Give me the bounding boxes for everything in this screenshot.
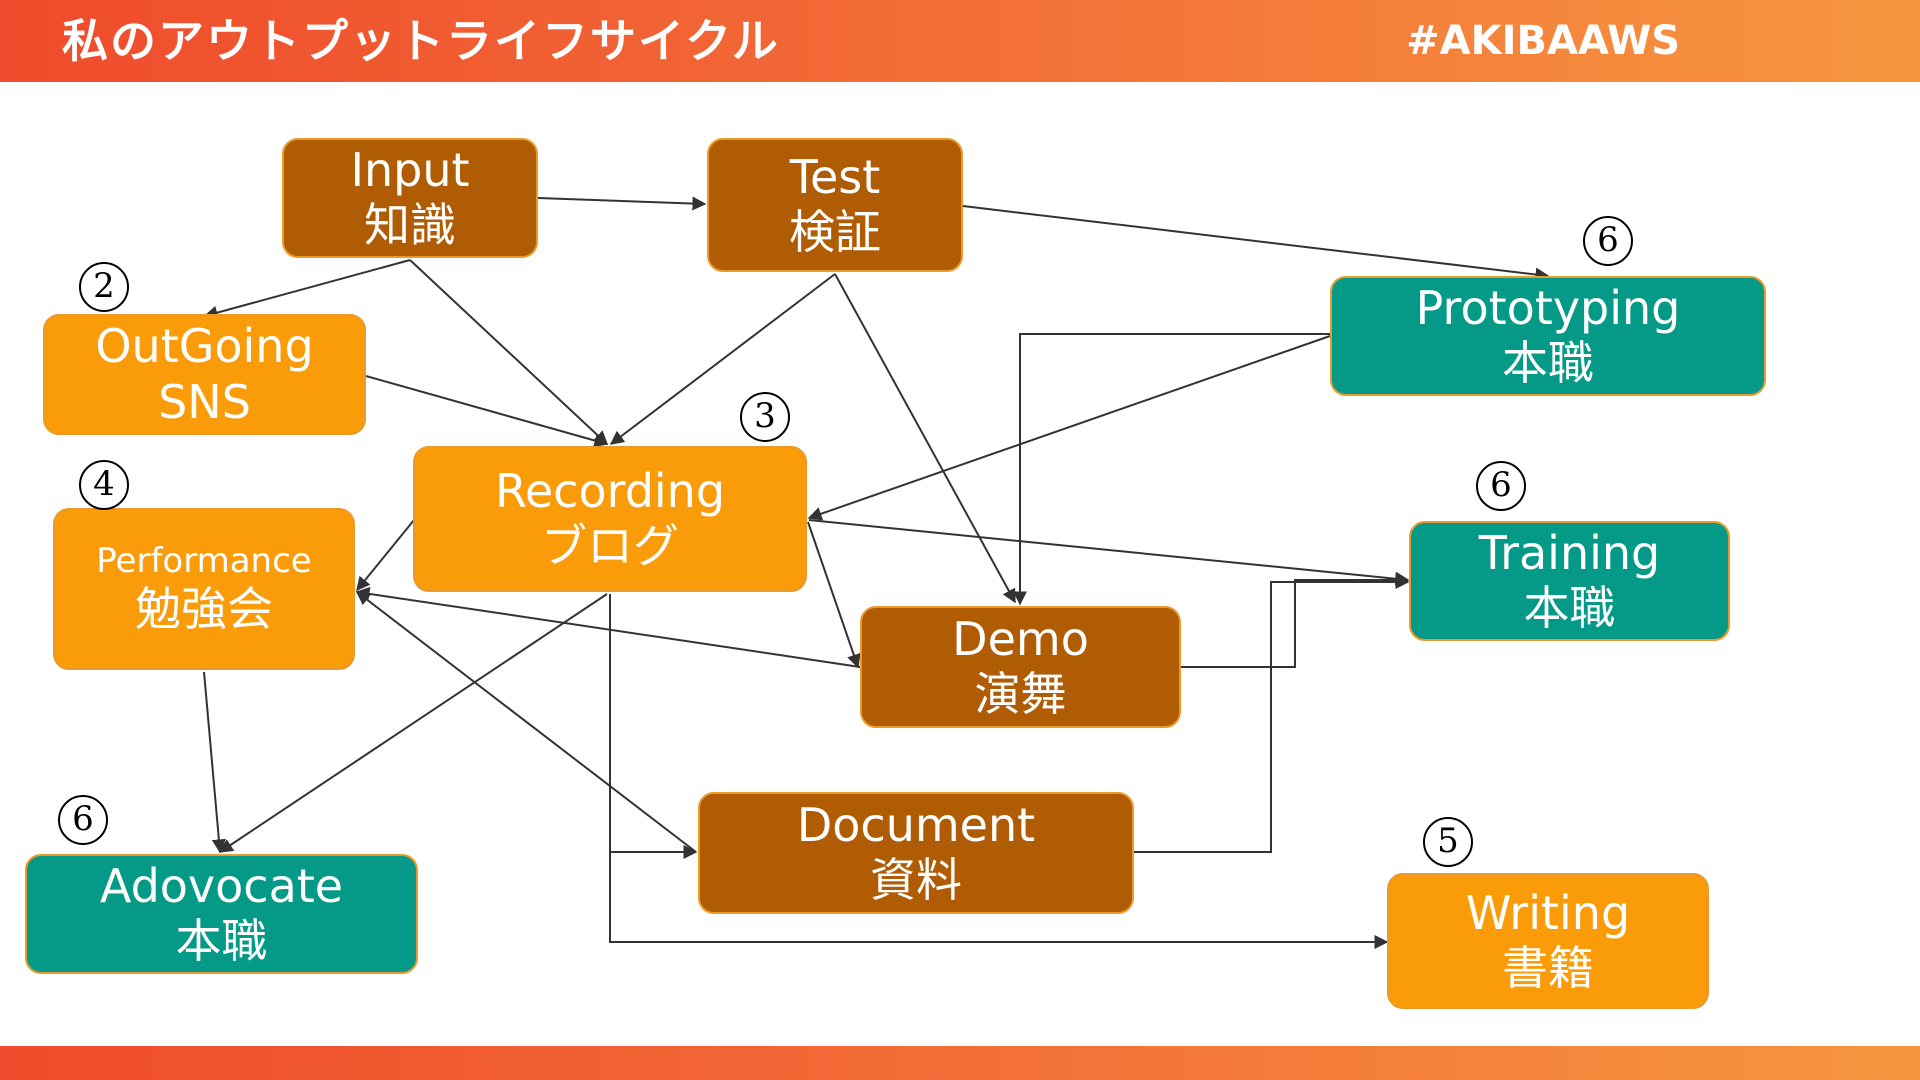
node-document-subtitle: 資料 <box>870 853 962 907</box>
node-adovocate-subtitle: 本職 <box>175 914 268 968</box>
arrow-input-test <box>537 196 707 211</box>
hashtag-label: #AKIBAAWS <box>1406 18 1680 64</box>
node-prototyping-subtitle: 本職 <box>1502 336 1594 390</box>
badge-writing: 5 <box>1423 817 1473 867</box>
node-adovocate: Adovocate 本職 <box>25 854 418 974</box>
arrow-recording-writing <box>609 594 1389 949</box>
footer-bar <box>0 1046 1920 1080</box>
header-bar: 私のアウトプットライフサイクル #AKIBAAWS <box>0 0 1920 82</box>
node-writing-title: Writing <box>1465 885 1631 940</box>
node-document: Document 資料 <box>698 792 1134 914</box>
node-writing: Writing 書籍 <box>1387 873 1709 1009</box>
badge-training: 6 <box>1476 461 1526 511</box>
arrow-document-training <box>1134 575 1410 853</box>
page-title: 私のアウトプットライフサイクル <box>62 14 780 68</box>
arrow-outgoing-recording <box>365 375 609 448</box>
arrow-test-prototyping <box>962 205 1550 282</box>
node-test-subtitle: 検証 <box>789 205 881 259</box>
arrow-demo-training <box>1181 573 1410 668</box>
arrow-performance-adovocate <box>203 671 226 854</box>
node-training-subtitle: 本職 <box>1523 581 1616 635</box>
node-input-subtitle: 知識 <box>364 198 456 252</box>
arrow-document-performance <box>355 591 697 853</box>
node-writing-subtitle: 書籍 <box>1502 941 1594 995</box>
node-recording-title: Recording <box>494 463 726 518</box>
node-demo: Demo 演舞 <box>860 606 1181 728</box>
arrow-prototyping-demo <box>1013 333 1330 606</box>
arrow-recording-document <box>609 594 698 859</box>
node-outgoing: OutGoing SNS <box>43 314 366 435</box>
node-performance-subtitle: 勉強会 <box>135 581 273 636</box>
node-performance-title: Performance <box>96 541 312 581</box>
node-training: Training 本職 <box>1409 521 1730 641</box>
node-demo-subtitle: 演舞 <box>974 667 1067 721</box>
badge-adovocate: 6 <box>58 795 108 845</box>
badge-performance: 4 <box>79 460 129 510</box>
node-prototyping: Prototyping 本職 <box>1330 276 1766 396</box>
badge-outgoing: 2 <box>79 262 129 312</box>
node-test: Test 検証 <box>707 138 963 272</box>
node-outgoing-title: OutGoing <box>95 319 314 374</box>
arrow-test-demo <box>834 273 1016 604</box>
node-outgoing-subtitle: SNS <box>158 374 251 429</box>
arrow-recording-training <box>808 519 1410 586</box>
arrow-input-outgoing <box>203 259 411 320</box>
arrow-input-recording <box>409 259 609 445</box>
arrow-demo-performance <box>355 586 861 668</box>
badge-prototyping: 6 <box>1583 216 1633 266</box>
node-training-title: Training <box>1478 525 1661 580</box>
node-demo-title: Demo <box>952 611 1089 666</box>
node-recording: Recording ブログ <box>413 446 807 592</box>
node-input-title: Input <box>350 142 470 197</box>
node-test-title: Test <box>789 149 881 204</box>
arrow-prototyping-recording <box>807 335 1331 521</box>
node-document-title: Document <box>796 797 1036 852</box>
arrow-recording-performance <box>356 519 415 592</box>
node-performance: Performance 勉強会 <box>53 508 355 670</box>
node-adovocate-title: Adovocate <box>99 858 344 913</box>
arrow-recording-demo <box>807 521 861 669</box>
arrow-recording-adovocate <box>218 593 608 853</box>
arrow-test-recording <box>609 273 836 445</box>
node-prototyping-title: Prototyping <box>1415 280 1681 335</box>
node-recording-subtitle: ブログ <box>541 519 679 573</box>
badge-recording: 3 <box>740 392 790 442</box>
node-input: Input 知識 <box>282 138 538 258</box>
